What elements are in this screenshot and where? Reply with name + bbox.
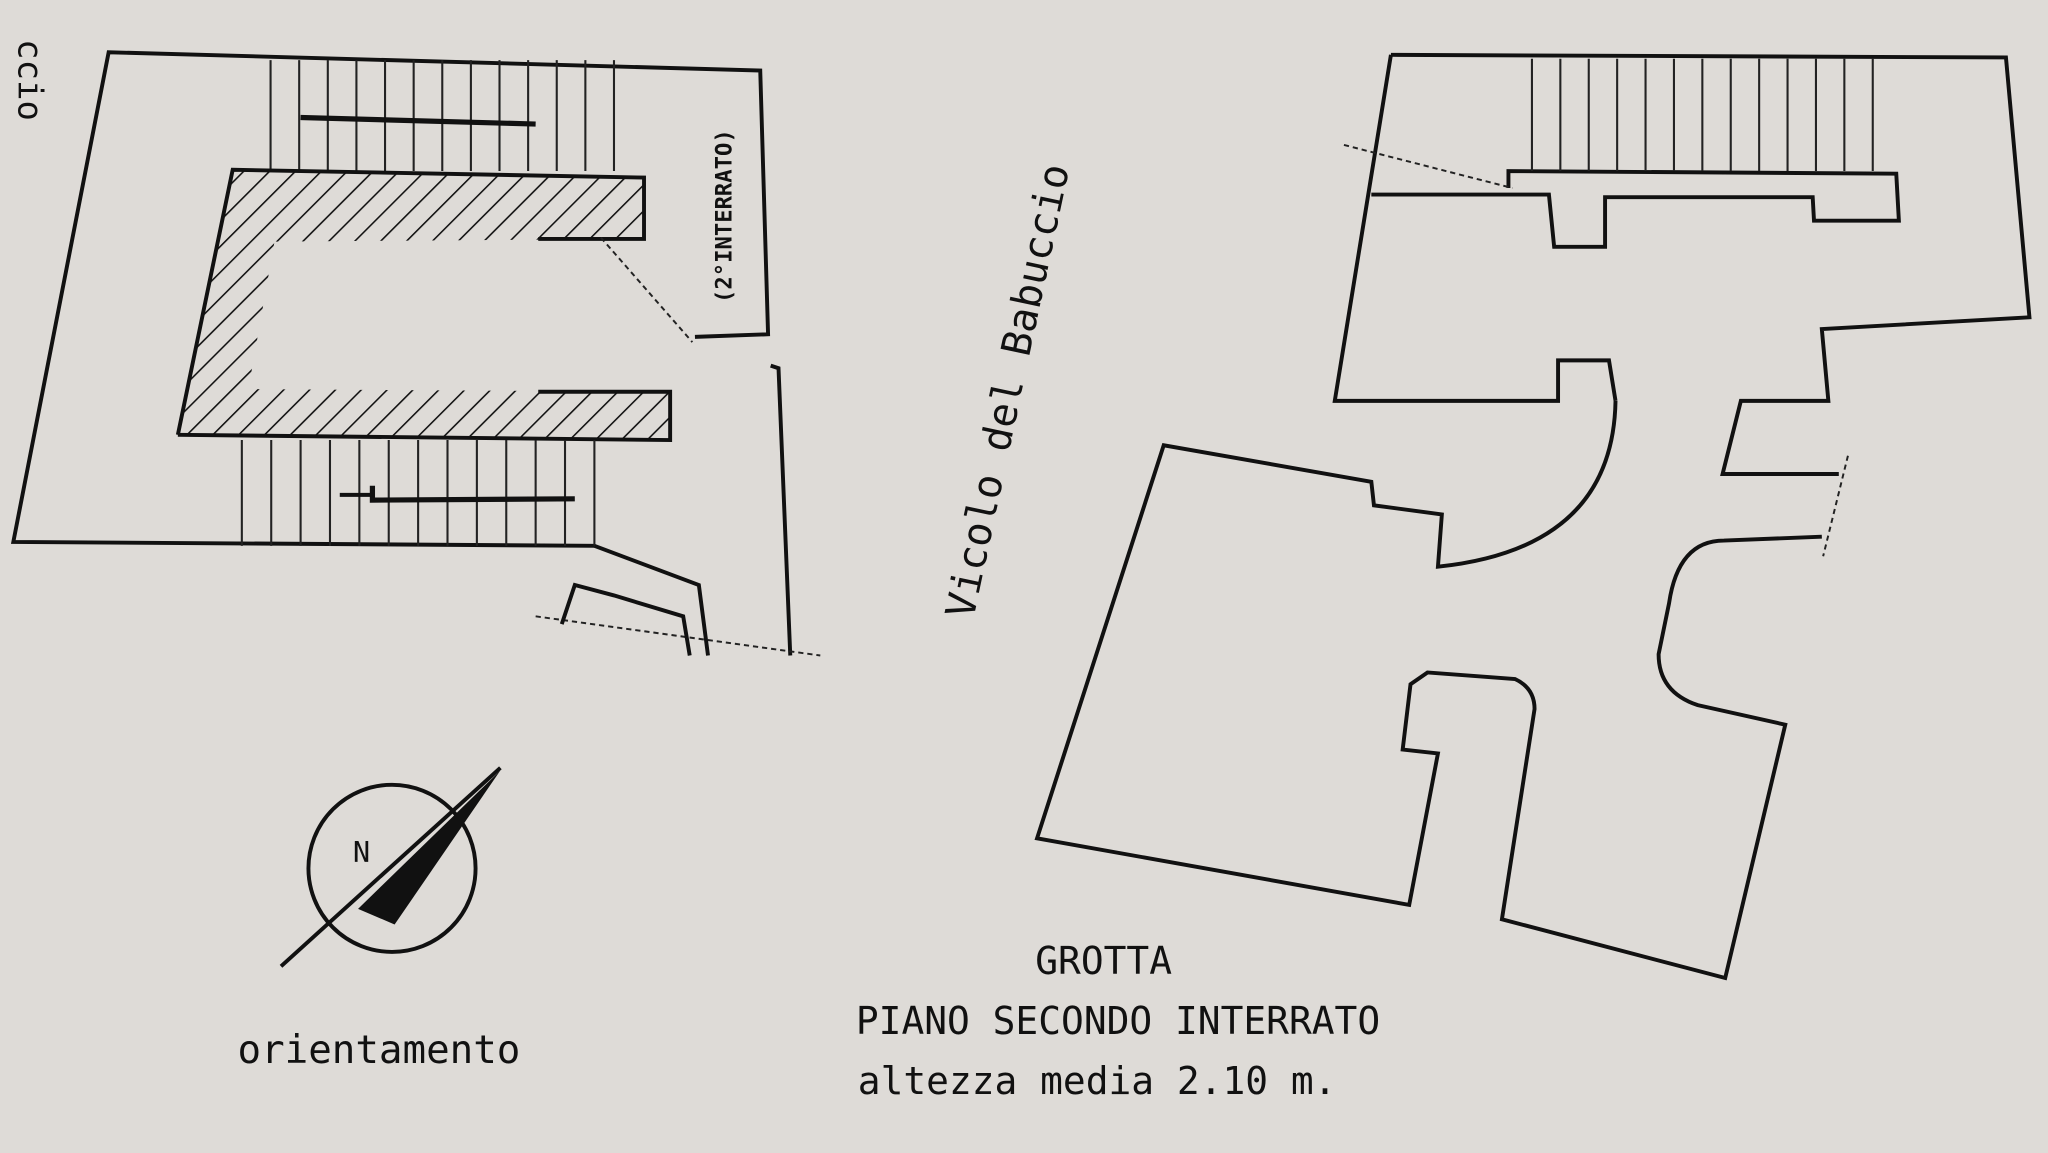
title-block: GROTTA PIANO SECONDO INTERRATO altezza m… [856, 939, 1380, 1103]
north-letter: N [353, 835, 370, 869]
north-compass: N orientamento [238, 766, 521, 1073]
plan-subtitle: PIANO SECONDO INTERRATO [856, 999, 1380, 1043]
plan-title: GROTTA [1035, 939, 1172, 983]
compass-caption: orientamento [238, 1028, 521, 1073]
lower-staircase [240, 440, 596, 546]
floor-tag-label: (2°INTERRATO) [712, 129, 738, 303]
left-building: (2°INTERRATO) [10, 50, 821, 657]
right-staircase [1530, 58, 1874, 172]
north-arrow-icon [358, 770, 501, 925]
street-label-partial: ccio [10, 39, 50, 121]
street-label: Vicolo del Babuccio [936, 160, 1079, 623]
compass-circle-icon [306, 782, 478, 954]
right-building [1034, 52, 2032, 981]
height-note: altezza media 2.10 m. [858, 1059, 1337, 1103]
upper-staircase [269, 60, 616, 172]
hatched-wall [177, 169, 671, 441]
